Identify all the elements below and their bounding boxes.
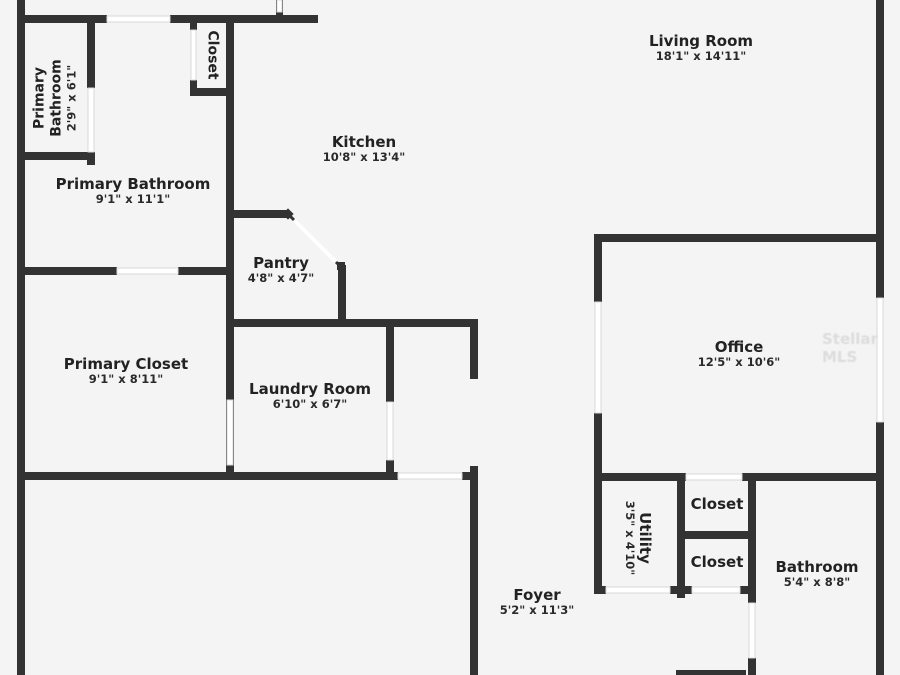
room-closet-a: Closet xyxy=(691,495,744,513)
room-dimensions: 5'4" x 8'8" xyxy=(783,575,851,589)
walls xyxy=(17,0,884,675)
room-office: Office 12'5" x 10'6" xyxy=(698,338,780,370)
room-living-room: Living Room 18'1" x 14'11" xyxy=(649,32,753,64)
room-primary-bathroom-wc: Primary Bathroom 2'9" x 6'1" xyxy=(31,53,78,143)
room-name: Foyer xyxy=(513,586,561,604)
room-name: Office xyxy=(714,338,764,356)
room-dimensions: 9'1" x 11'1" xyxy=(95,192,171,206)
room-name: Primary Bathroom xyxy=(31,59,65,137)
room-name: Closet xyxy=(690,495,744,513)
room-name: Kitchen xyxy=(331,133,397,151)
room-pantry: Pantry 4'8" x 4'7" xyxy=(248,254,314,286)
room-name: Pantry xyxy=(253,254,309,272)
room-closet-top: Closet xyxy=(204,30,221,80)
watermark: Stellar MLS xyxy=(822,330,878,366)
room-primary-bathroom: Primary Bathroom 9'1" x 11'1" xyxy=(56,175,211,207)
room-name: Bathroom xyxy=(775,558,859,576)
windows xyxy=(87,0,884,659)
pantry-diagonal-wall xyxy=(282,208,345,270)
room-dimensions: 5'2" x 11'3" xyxy=(499,603,575,617)
room-name: Closet xyxy=(204,30,221,80)
room-name: Primary Closet xyxy=(63,355,189,373)
room-dimensions: 4'8" x 4'7" xyxy=(247,271,315,285)
room-dimensions: 6'10" x 6'7" xyxy=(272,397,348,411)
room-dimensions: 18'1" x 14'11" xyxy=(655,49,747,63)
room-primary-closet: Primary Closet 9'1" x 8'11" xyxy=(64,355,188,387)
room-foyer: Foyer 5'2" x 11'3" xyxy=(500,586,574,618)
room-kitchen: Kitchen 10'8" x 13'4" xyxy=(323,133,405,165)
room-closet-b: Closet xyxy=(691,553,744,571)
room-name: Utility xyxy=(635,512,654,564)
room-dimensions: 12'5" x 10'6" xyxy=(697,355,781,369)
room-dimensions: 9'1" x 8'11" xyxy=(88,372,164,386)
room-bathroom: Bathroom 5'4" x 8'8" xyxy=(775,558,858,590)
room-dimensions: 10'8" x 13'4" xyxy=(322,150,406,164)
room-name: Closet xyxy=(690,553,744,571)
room-dimensions: 2'9" x 6'1" xyxy=(63,64,78,132)
room-name: Primary Bathroom xyxy=(55,175,211,193)
room-laundry-room: Laundry Room 6'10" x 6'7" xyxy=(249,380,371,412)
room-name: Laundry Room xyxy=(249,380,371,398)
room-dimensions: 3'5" x 4'10" xyxy=(622,500,637,576)
room-name: Living Room xyxy=(648,32,754,50)
room-utility: Utility 3'5" x 4'10" xyxy=(622,501,654,575)
